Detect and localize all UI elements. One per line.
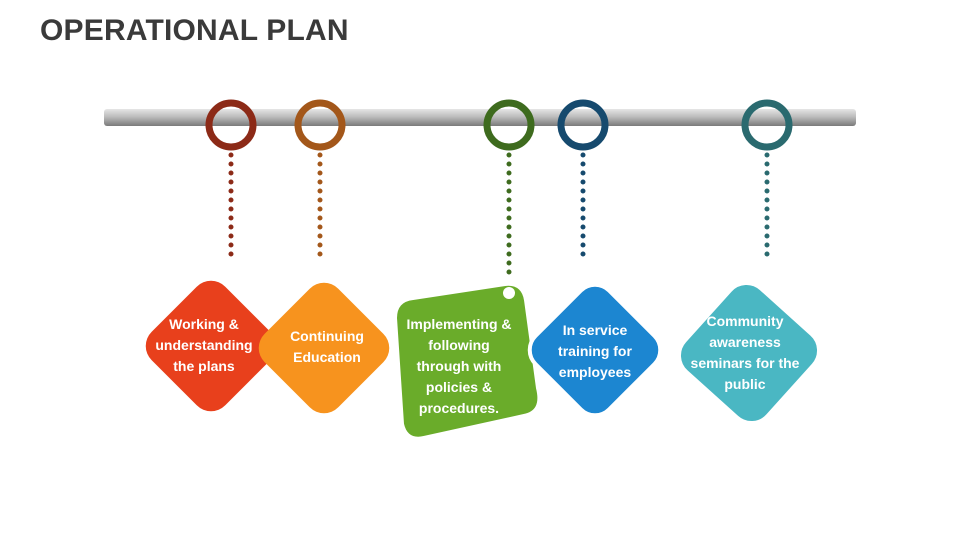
tag-4-label: In service training for employees (558, 321, 632, 380)
tag-2-label: Continuing Education (290, 328, 364, 365)
tag-3 (392, 99, 542, 441)
tag-4-card (527, 282, 663, 418)
tag-3-card (392, 281, 542, 441)
tag-5-card (676, 280, 822, 426)
tag-2-card (258, 282, 390, 414)
tag-5 (676, 99, 822, 426)
hanging-rod (104, 109, 856, 126)
tag-4-ring (557, 99, 609, 151)
tag-1-label: Working & understanding the plans (155, 315, 253, 374)
tag-5-ring (741, 99, 793, 151)
tag-1-ring (205, 99, 257, 151)
tag-4 (527, 99, 663, 418)
tag-1 (145, 99, 280, 412)
tag-1-card (145, 280, 277, 412)
tag-5-hole (761, 269, 773, 281)
tag-2-ring (294, 99, 346, 151)
tag-2-hole (314, 266, 326, 278)
page-title: OPERATIONAL PLAN (40, 14, 349, 47)
tag-3-label: Implementing & following through with po… (406, 315, 512, 416)
tag-3-ring (483, 99, 535, 151)
tag-2 (258, 99, 390, 414)
tag-1-hole (225, 266, 237, 278)
tag-4-hole (577, 268, 589, 280)
tag-3-hole (503, 287, 515, 299)
tag-5-label: Community awareness seminars for the pub… (690, 313, 800, 392)
